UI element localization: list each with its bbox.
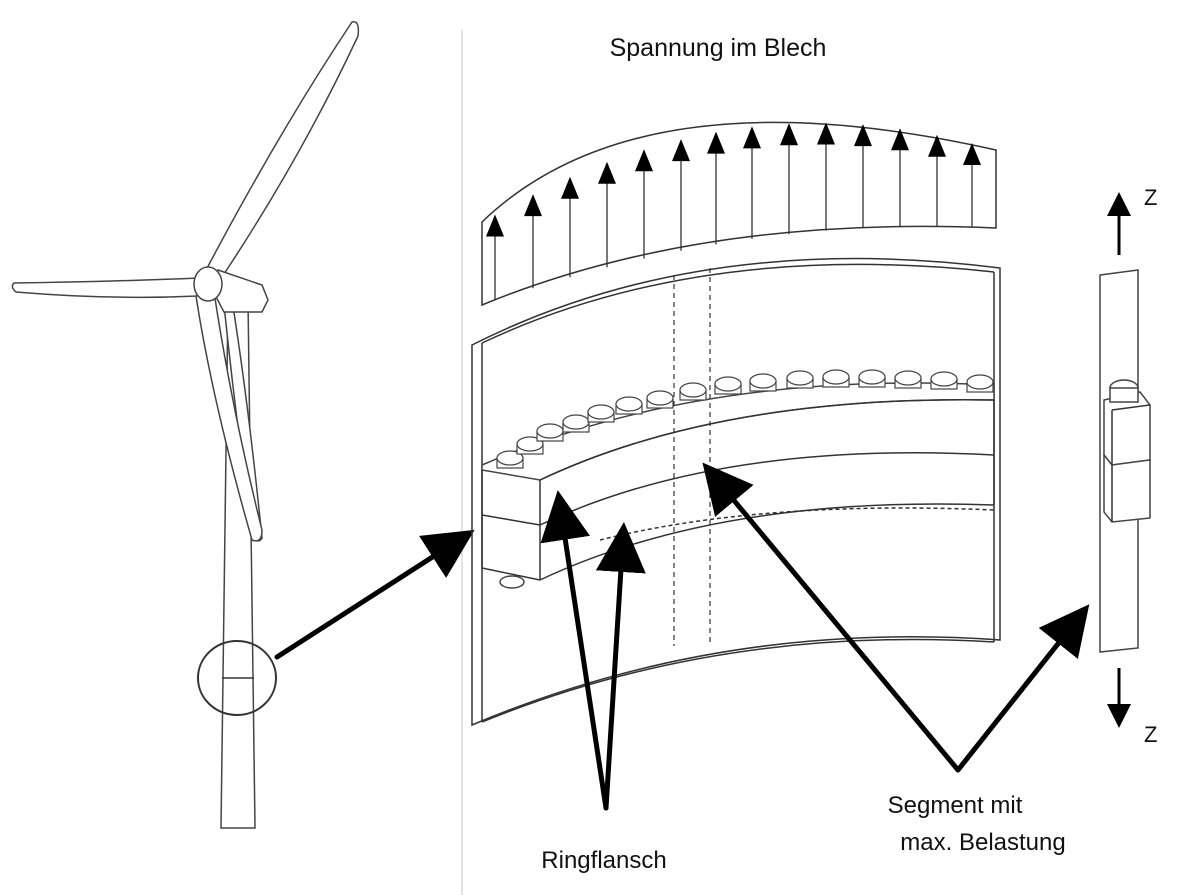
flange-lower-left	[481, 515, 541, 581]
segment-label-line1: Segment mit	[888, 792, 1023, 819]
segment-bolt-shank	[1109, 387, 1139, 403]
flange-lower-bottom	[539, 503, 995, 581]
ringflansch-callout-arrows	[540, 490, 646, 811]
stress-arrow-head	[672, 139, 690, 162]
z-bottom-label: Z	[1144, 722, 1157, 747]
flange-bolt	[679, 382, 707, 401]
stress-arrow-head	[780, 123, 798, 146]
stress-arrow-head	[891, 128, 909, 151]
flange-bolt	[587, 404, 615, 423]
flange-bolt	[536, 423, 564, 442]
stress-arrow-head	[635, 149, 653, 172]
segment-flange-lower	[1103, 452, 1151, 523]
wind-turbine-illustration	[11, 21, 360, 829]
detail-pointer-arrow	[274, 529, 475, 660]
stress-envelope	[481, 121, 997, 307]
segment-boundary-lines	[673, 268, 711, 646]
stress-arrow-head	[486, 214, 504, 237]
segment-label-line2: max. Belastung	[900, 829, 1065, 856]
segment-callout-arrows	[702, 462, 1090, 773]
stress-arrow-head	[524, 194, 542, 217]
ring-flange-lower	[481, 455, 995, 581]
segment-flange-upper	[1103, 391, 1151, 466]
shell-outline	[471, 257, 1001, 727]
turbine-blade-lower	[195, 291, 263, 542]
stress-arrow-head	[817, 122, 835, 145]
turbine-hub	[193, 266, 223, 302]
stress-arrow-head	[928, 134, 946, 157]
flange-lower-back	[599, 507, 995, 541]
flange-bolt	[786, 370, 814, 389]
diagram-title: Spannung im Blech	[610, 34, 827, 62]
turbine-nacelle	[214, 268, 269, 313]
turbine-blade-left	[11, 277, 201, 299]
flange-bolt	[615, 396, 643, 415]
stress-arrows	[486, 122, 981, 301]
shell-top-edge	[481, 263, 995, 344]
ringflansch-label: Ringflansch	[541, 847, 666, 874]
flange-bolt	[562, 414, 590, 433]
stress-distribution	[481, 121, 997, 307]
stress-arrow-head	[598, 161, 616, 184]
detail-magnifier-circle	[197, 640, 277, 716]
segment-flange-top-line	[1111, 404, 1151, 411]
flange-bolt	[714, 376, 742, 395]
flange-upper-inner-edge	[539, 398, 995, 481]
shell-bottom-edge	[481, 638, 995, 723]
stress-arrow-head	[854, 124, 872, 147]
flange-bolt	[966, 374, 994, 393]
lower-bolt-nut	[499, 575, 525, 589]
stress-arrow-head	[743, 126, 761, 149]
flange-bolts	[496, 369, 994, 469]
turbine-blade-upper	[203, 21, 360, 281]
segment-side-view: Z Z	[1099, 185, 1157, 747]
stress-arrow-head	[963, 143, 981, 166]
flange-bolt	[822, 369, 850, 388]
flange-bolt	[894, 370, 922, 389]
flange-bolt	[930, 371, 958, 390]
flange-bolt	[858, 369, 886, 388]
z-top-label: Z	[1144, 185, 1157, 210]
flange-bolt	[749, 373, 777, 392]
tower-shell-segment	[471, 257, 1001, 727]
flange-bolt	[646, 390, 674, 409]
stress-arrow-head	[561, 176, 579, 199]
stress-arrow-head	[707, 131, 725, 154]
